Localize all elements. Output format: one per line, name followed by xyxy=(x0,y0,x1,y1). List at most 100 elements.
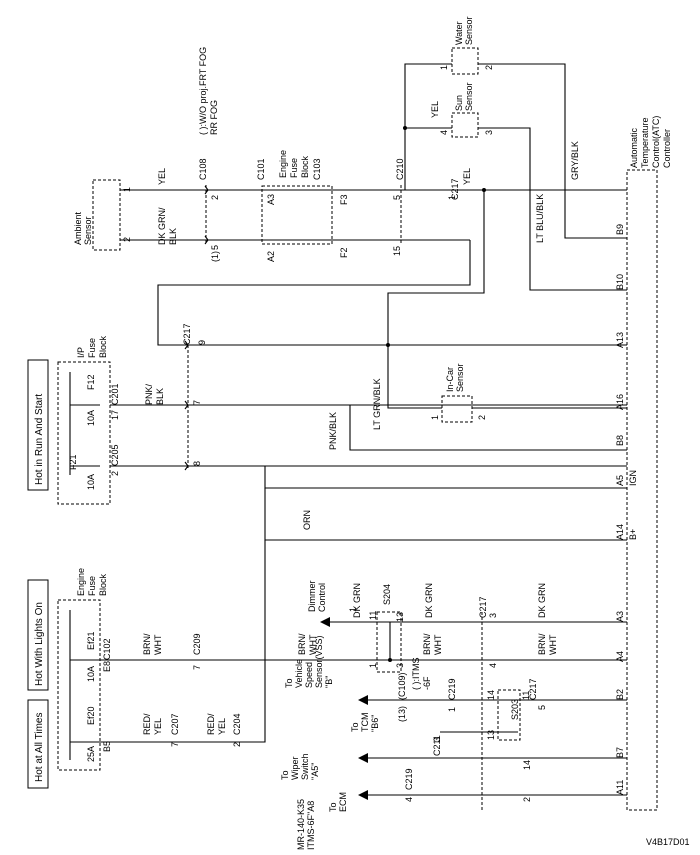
svg-text:Engine: Engine xyxy=(76,568,86,596)
dest-ecm: To ECM xyxy=(328,792,348,812)
svg-text:Control: Control xyxy=(317,583,327,612)
svg-text:2: 2 xyxy=(522,797,532,802)
svg-text:9: 9 xyxy=(197,340,207,345)
sun-pin-3: 3 xyxy=(484,130,494,135)
ip-fuse-block xyxy=(57,361,111,505)
dimmer-control-label: Dimmer Control xyxy=(307,581,327,613)
svg-text:Automatic: Automatic xyxy=(629,127,639,168)
atc-controller-label: Automatic Temperature Control(ATC) Contr… xyxy=(629,116,672,168)
svg-text:YEL: YEL xyxy=(217,718,227,735)
svg-text:5: 5 xyxy=(537,705,547,710)
itms-note: ( ):ITMS -6F xyxy=(411,658,432,691)
pin-a3: A3 xyxy=(615,611,625,622)
svg-text:Vehicle: Vehicle xyxy=(294,659,304,688)
svg-text:11: 11 xyxy=(521,691,531,700)
svg-text:WHT: WHT xyxy=(153,634,163,655)
svg-text:ECM: ECM xyxy=(338,792,348,812)
svg-text:17: 17 xyxy=(110,410,120,420)
incar-sensor-box xyxy=(441,395,473,423)
engine-fuse-block-middle xyxy=(261,185,333,245)
svg-text:14: 14 xyxy=(522,760,532,770)
svg-text:Fuse: Fuse xyxy=(87,576,97,596)
svg-text:"A5": "A5" xyxy=(310,763,320,780)
svg-text:A3: A3 xyxy=(266,194,276,205)
svg-text:Fuse: Fuse xyxy=(87,338,97,358)
svg-text:Sensor: Sensor xyxy=(83,216,93,245)
svg-text:Block: Block xyxy=(300,155,310,178)
svg-text:DK GRN: DK GRN xyxy=(352,583,362,618)
water-sensor-box xyxy=(451,47,479,75)
engine-fuse-block-bottom xyxy=(57,599,101,771)
svg-text:Sensor(VSS): Sensor(VSS) xyxy=(314,635,324,688)
fuse-f21-amp: 10A xyxy=(86,474,96,490)
water-sensor-label: Water Sensor xyxy=(454,16,474,45)
power-hot-run-start: Hot in Run And Start xyxy=(27,359,49,491)
fuse-ef20-amp: 25A xyxy=(86,746,96,762)
svg-text:2: 2 xyxy=(477,415,487,420)
conn-c108: C108 xyxy=(198,158,208,180)
svg-text:1: 1 xyxy=(368,663,378,668)
svg-text:4: 4 xyxy=(488,663,498,668)
svg-text:Hot in Run And Start: Hot in Run And Start xyxy=(34,394,45,485)
svg-text:( ):W/O proj.FRT FOG: ( ):W/O proj.FRT FOG xyxy=(198,47,208,135)
svg-text:3: 3 xyxy=(488,613,498,618)
svg-text:Block: Block xyxy=(98,335,108,358)
svg-text:Fuse: Fuse xyxy=(289,158,299,178)
svg-text:Hot With Lights On: Hot With Lights On xyxy=(34,602,45,686)
svg-text:I/P: I/P xyxy=(76,347,86,358)
conn-c219-bottom: C219 xyxy=(404,768,414,790)
svg-text:7: 7 xyxy=(192,665,202,670)
conn-c103: C103 xyxy=(312,158,322,180)
conn-c210: C210 xyxy=(395,158,405,180)
svg-text:To: To xyxy=(280,770,290,780)
splice-s203: S203 xyxy=(510,699,520,720)
svg-text:1: 1 xyxy=(447,195,457,200)
svg-text:1: 1 xyxy=(430,415,440,420)
note-text: ( ):W/O proj.FRT FOG RR FOG xyxy=(198,47,219,135)
svg-text:To: To xyxy=(350,722,360,732)
svg-text:B5: B5 xyxy=(102,741,112,752)
svg-text:Hot at All Times: Hot at All Times xyxy=(34,713,45,782)
dest-wiper: To Wiper Switch "A5" xyxy=(280,753,320,780)
wire-yel-top: YEL xyxy=(430,101,440,118)
pin-a4: A4 xyxy=(615,651,625,662)
pin-a14-bplus: B+ xyxy=(628,529,638,540)
svg-text:13: 13 xyxy=(395,612,405,622)
sun-sensor-label: Sun Sensor xyxy=(454,82,474,111)
svg-text:Speed: Speed xyxy=(304,662,314,688)
pin-b2: B2 xyxy=(615,689,625,700)
svg-text:C217: C217 xyxy=(528,678,538,700)
svg-text:In-Car: In-Car xyxy=(445,367,455,392)
svg-text:YEL: YEL xyxy=(153,718,163,735)
water-pin-2: 2 xyxy=(484,65,494,70)
svg-text:ITMS-6F"A8: ITMS-6F"A8 xyxy=(306,801,316,850)
svg-text:13: 13 xyxy=(486,730,496,740)
svg-text:C211: C211 xyxy=(432,735,442,756)
wire-gry-blk: GRY/BLK xyxy=(570,141,580,180)
pin-b10: B10 xyxy=(615,274,625,290)
conn-c102: C102 xyxy=(102,638,112,660)
wire-pnk-blk-2: BLK xyxy=(155,388,165,405)
svg-text:F3: F3 xyxy=(339,194,349,205)
fuse-f21: F21 xyxy=(68,454,78,470)
pin-b8: B8 xyxy=(615,435,625,446)
pin-a14: A14 xyxy=(615,524,625,540)
svg-text:2: 2 xyxy=(232,742,242,747)
pin-a13: A13 xyxy=(615,332,625,348)
conn-c205: C205 xyxy=(110,444,120,466)
pin-a16: A16 xyxy=(615,394,625,410)
svg-text:1: 1 xyxy=(348,607,358,612)
svg-text:(1): (1) xyxy=(210,251,220,262)
svg-text:(13): (13) xyxy=(397,706,407,722)
svg-text:TCM: TCM xyxy=(360,713,370,733)
svg-text:5: 5 xyxy=(210,245,220,250)
conn-c101: C101 xyxy=(256,158,266,180)
conn-c217-top: C217 xyxy=(450,178,460,200)
power-hot-all-times: Hot at All Times xyxy=(27,699,49,789)
ambient-sensor-label: Ambient Sensor xyxy=(73,211,93,245)
fuse-f12: F12 xyxy=(86,374,96,390)
dest-tcm: To TCM "B6" xyxy=(350,713,380,733)
svg-text:3: 3 xyxy=(395,663,405,668)
